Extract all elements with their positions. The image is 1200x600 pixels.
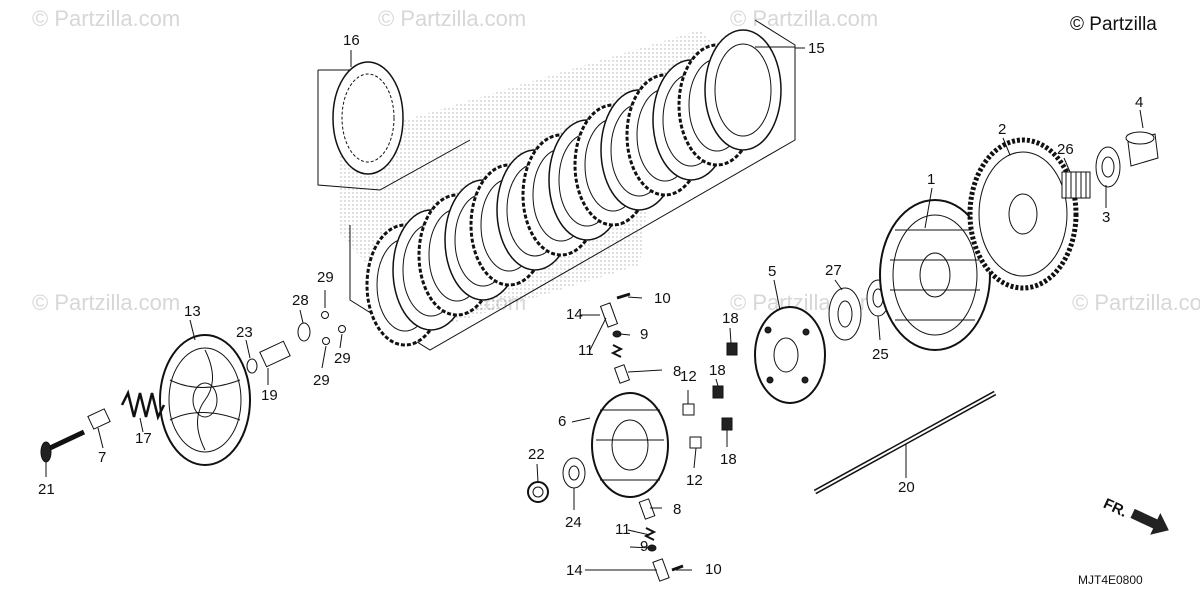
leader-line — [627, 369, 663, 373]
push-rod-20 — [813, 390, 997, 495]
leader-line — [627, 529, 651, 536]
leader-line — [536, 463, 539, 483]
leader-line — [339, 333, 343, 349]
callout-18: 18 — [709, 362, 726, 379]
leader-line — [924, 187, 933, 229]
lifter-plate-5 — [754, 306, 826, 404]
callout-28: 28 — [292, 292, 309, 309]
callout-6: 6 — [558, 413, 566, 430]
callout-1: 1 — [927, 171, 935, 188]
callout-8: 8 — [673, 501, 681, 518]
front-direction-indicator: FR. — [1101, 495, 1169, 535]
small-parts-left — [246, 311, 346, 374]
callout-12: 12 — [686, 472, 703, 489]
callout-10: 10 — [705, 561, 722, 578]
springs-rings — [682, 342, 738, 449]
leader-lines — [45, 46, 1144, 571]
lifter-pieces-lower — [638, 498, 684, 582]
leader-line — [571, 417, 591, 423]
callout-9: 9 — [640, 538, 648, 555]
watermark: © Partzilla.com — [730, 6, 878, 31]
callout-25: 25 — [872, 346, 889, 363]
callout-16: 16 — [343, 32, 360, 49]
diagram-code: MJT4E0800 — [1078, 573, 1143, 587]
callout-10: 10 — [654, 290, 671, 307]
leader-line — [299, 309, 304, 324]
callout-27: 27 — [825, 262, 842, 279]
callout-15: 15 — [808, 40, 825, 57]
copyright-label: © Partzilla — [1070, 14, 1157, 35]
callout-26: 26 — [1057, 141, 1074, 158]
callout-22: 22 — [528, 446, 545, 463]
leader-line — [834, 279, 843, 291]
callout-3: 3 — [1102, 209, 1110, 226]
callout-5: 5 — [768, 263, 776, 280]
leader-line — [321, 345, 327, 369]
lock-nut-22 — [527, 481, 549, 503]
watermark: © Partzilla.com — [32, 6, 180, 31]
callout-2: 2 — [998, 121, 1006, 138]
leader-line — [245, 339, 251, 359]
clutch-plate-inner — [714, 43, 772, 137]
callout-9: 9 — [640, 326, 648, 343]
bolt-21 — [40, 429, 86, 463]
callout-8: 8 — [673, 363, 681, 380]
leader-line — [693, 447, 697, 469]
leader-line — [619, 333, 631, 336]
callout-29: 29 — [334, 350, 351, 367]
callout-14: 14 — [566, 562, 583, 579]
leader-line — [97, 427, 104, 449]
clutch-plate-stack — [317, 19, 796, 351]
leader-line — [715, 378, 719, 387]
callout-13: 13 — [184, 303, 201, 320]
callout-12: 12 — [680, 368, 697, 385]
leader-line — [189, 319, 196, 341]
callout-24: 24 — [565, 514, 582, 531]
watermark: © Partzilla.com — [1072, 290, 1200, 315]
leader-line — [627, 296, 643, 299]
callout-18: 18 — [720, 451, 737, 468]
callout-7: 7 — [98, 449, 106, 466]
callout-11: 11 — [615, 521, 631, 538]
pressure-plate-13 — [159, 334, 251, 466]
bearing-washer-collar — [1061, 131, 1159, 199]
callout-29: 29 — [317, 269, 334, 286]
primary-driven-gear-2 — [967, 137, 1079, 291]
leader-line — [877, 315, 881, 341]
clutch-plate-16 — [332, 61, 404, 175]
clutch-center-6 — [591, 392, 669, 498]
leader-line — [1002, 137, 1011, 156]
callout-11: 11 — [578, 342, 594, 359]
leader-line — [629, 546, 654, 549]
clutch-plate — [704, 29, 782, 151]
collar-7 — [87, 408, 111, 430]
clutch-spring-17 — [120, 389, 166, 421]
callout-19: 19 — [261, 387, 278, 404]
watermark: © Partzilla.com — [378, 6, 526, 31]
front-label: FR. — [1101, 495, 1130, 521]
callout-23: 23 — [236, 324, 253, 341]
leader-line — [139, 417, 144, 433]
callout-17: 17 — [135, 430, 152, 447]
leader-line — [1139, 109, 1144, 129]
leader-line — [1063, 157, 1071, 173]
leader-line — [773, 279, 781, 311]
lifter-pieces-upper — [599, 292, 631, 384]
callout-4: 4 — [1135, 94, 1143, 111]
callout-21: 21 — [38, 481, 55, 498]
callout-18: 18 — [722, 310, 739, 327]
callout-29: 29 — [313, 372, 330, 389]
callout-20: 20 — [898, 479, 915, 496]
watermark: © Partzilla.com — [32, 290, 180, 315]
leader-line — [589, 317, 607, 351]
leader-line — [729, 327, 732, 344]
callout-14: 14 — [566, 306, 583, 323]
